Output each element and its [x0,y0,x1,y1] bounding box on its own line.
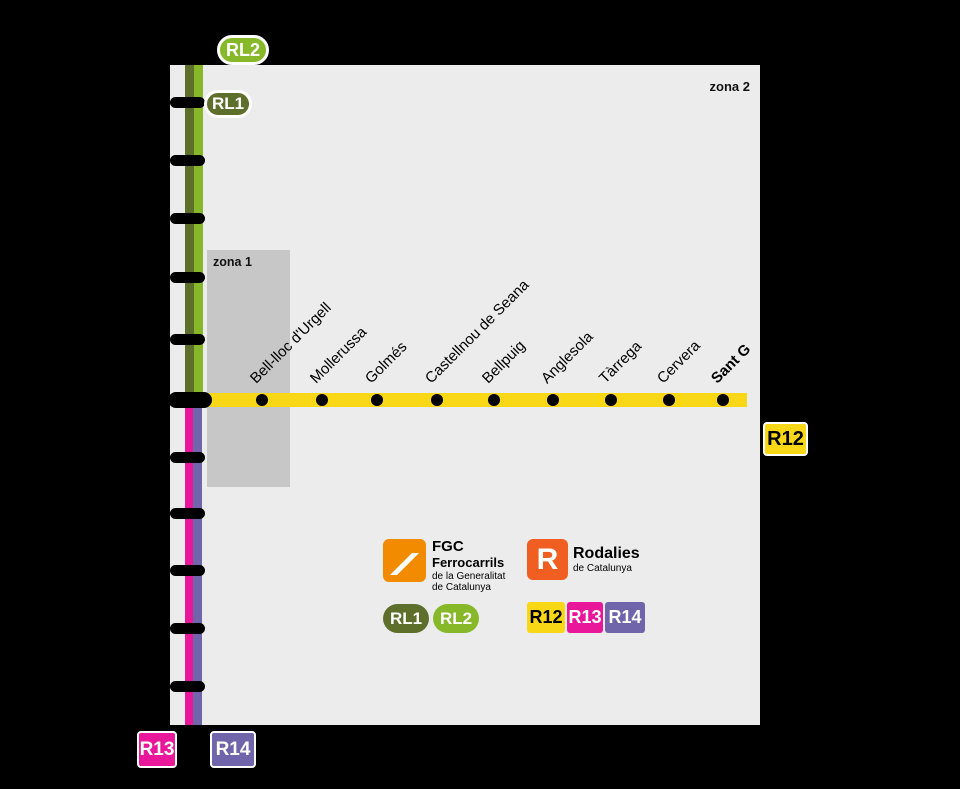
legend-badge-rl1: RL1 [383,604,429,633]
zone-1-area: zona 1 [207,250,290,487]
station-dot [170,508,205,519]
fgc-name: Ferrocarrils [432,554,505,570]
rodalies-name: Rodalies [573,545,640,562]
station-label: Cervera [653,337,704,387]
line-r14-segment [193,403,202,725]
fgc-logo [383,539,426,582]
line-r13-segment [185,403,193,725]
station-dot [170,623,205,634]
fgc-logo-mark [390,553,419,575]
legend-badge-r12: R12 [527,602,565,633]
line-badge-rl2: RL2 [217,35,269,65]
station-label: Golmés [361,338,411,387]
fgc-abbr: FGC [432,538,464,555]
station-dot [663,394,675,406]
station-label: Sant G [707,340,755,387]
station-label: Mollerussa [306,323,371,387]
line-rl1-segment [185,65,194,403]
station-dot [431,394,443,406]
station-dot [170,334,205,345]
station-label: Bellpuig [478,337,529,387]
station-dot [488,394,500,406]
station-dot [605,394,617,406]
station-dot [170,97,205,108]
station-dot [170,452,205,463]
legend-badge-rl2: RL2 [433,604,479,633]
zone-2-label: zona 2 [709,79,750,94]
legend-badge-r13: R13 [567,602,603,633]
fgc-sub2: de Catalunya [432,581,491,593]
station-dot [170,565,205,576]
rodalies-wordmark: Rodalies de Catalunya [573,545,640,574]
line-rl2-segment [194,65,203,403]
line-badge-r14: R14 [210,731,256,768]
rodalies-sub: de Catalunya [573,562,632,574]
line-badge-rl1: RL1 [204,90,252,118]
rodalies-logo: R [527,539,568,580]
legend-badge-r14: R14 [605,602,645,633]
station-dot [316,394,328,406]
station-label: Tàrrega [595,337,646,387]
station-dot [371,394,383,406]
station-label: Anglesola [537,328,597,387]
station-label: Castellnou de Seana [421,276,533,387]
station-dot [547,394,559,406]
fgc-wordmark: FGC Ferrocarrils de la Generalitat de Ca… [432,539,505,593]
zone-1-label: zona 1 [213,255,252,269]
line-badge-r13: R13 [137,731,177,768]
map-background: zona 1 zona 2 Bell-ll [170,65,760,725]
line-badge-r12: R12 [763,422,808,456]
station-dot [717,394,729,406]
fgc-sub1: de la Generalitat [432,571,506,583]
station-dot [170,272,205,283]
station-dot [170,155,205,166]
rodalies-logo-letter: R [536,542,559,576]
station-dot [256,394,268,406]
junction-station-dot [170,392,212,408]
station-dot [170,213,205,224]
station-dot [170,681,205,692]
